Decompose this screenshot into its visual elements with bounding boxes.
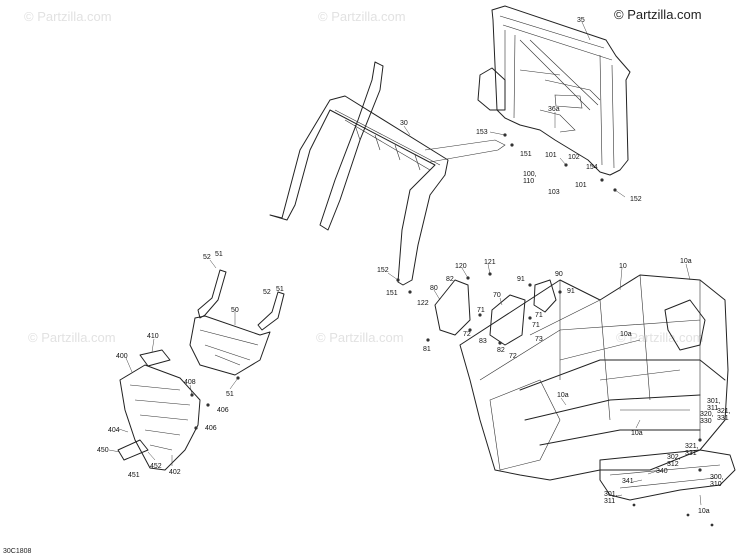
part-callout: 36a bbox=[548, 106, 560, 113]
part-callout: 51 bbox=[276, 286, 284, 293]
part-callout: 30 bbox=[400, 120, 408, 127]
part-callout: 50 bbox=[231, 307, 239, 314]
part-callout: 10a bbox=[631, 430, 643, 437]
part-callout: 153 bbox=[476, 129, 488, 136]
part-callout: 302, bbox=[667, 454, 681, 461]
part-callout: 301, bbox=[604, 491, 618, 498]
part-callout: 311 bbox=[604, 498, 616, 505]
part-callout: 451 bbox=[128, 472, 140, 479]
watermark-5: © Partzilla.com bbox=[616, 330, 704, 345]
part-callout: 320, bbox=[700, 411, 714, 418]
part-callout: 71 bbox=[535, 312, 543, 319]
part-callout: 404 bbox=[108, 427, 120, 434]
part-callout: 311 bbox=[707, 405, 719, 412]
part-callout: 83 bbox=[479, 338, 487, 345]
part-callout: 52 bbox=[263, 289, 271, 296]
watermark-4: © Partzilla.com bbox=[316, 330, 404, 345]
part-callout: 70 bbox=[493, 292, 501, 299]
part-callout: 400 bbox=[116, 353, 128, 360]
part-callout: 321, bbox=[685, 443, 699, 450]
part-callout: 80 bbox=[430, 285, 438, 292]
part-callout: 152 bbox=[630, 196, 642, 203]
main-frame-10 bbox=[459, 274, 736, 501]
part-callout: 406 bbox=[205, 425, 217, 432]
part-callout: 101 bbox=[545, 152, 557, 159]
part-callout: 103 bbox=[548, 189, 560, 196]
part-callout: 121 bbox=[484, 259, 496, 266]
front-support-50 bbox=[189, 269, 285, 376]
part-callout: 35 bbox=[577, 17, 585, 24]
watermark-2: © Partzilla.com bbox=[318, 9, 406, 24]
part-callout: 10a bbox=[680, 258, 692, 265]
leader-lines bbox=[108, 21, 702, 506]
part-callout: 122 bbox=[417, 300, 429, 307]
part-callout: 452 bbox=[150, 463, 162, 470]
part-callout: 102 bbox=[568, 154, 580, 161]
part-callout: 408 bbox=[184, 379, 196, 386]
part-callout: 151 bbox=[386, 290, 398, 297]
front-guard-400 bbox=[117, 349, 201, 471]
part-callout: 51 bbox=[215, 251, 223, 258]
hardware-dots bbox=[190, 133, 714, 527]
part-callout: 101 bbox=[575, 182, 587, 189]
part-callout: 340 bbox=[656, 468, 668, 475]
roof-frame-30 bbox=[269, 61, 506, 286]
part-callout: 402 bbox=[169, 469, 181, 476]
brackets-70-80-90 bbox=[434, 279, 557, 346]
part-callout: 110 bbox=[523, 178, 535, 185]
part-callout: 406 bbox=[217, 407, 229, 414]
part-callout: 331 bbox=[685, 450, 697, 457]
part-callout: 52 bbox=[203, 254, 211, 261]
part-callout: 321, bbox=[717, 408, 731, 415]
part-callout: 82 bbox=[497, 347, 505, 354]
part-callout: 100, bbox=[523, 171, 537, 178]
part-callout: 71 bbox=[532, 322, 540, 329]
part-callout: 81 bbox=[423, 346, 431, 353]
part-callout: 310 bbox=[710, 481, 722, 488]
part-callout: 10a bbox=[557, 392, 569, 399]
part-callout: 51 bbox=[226, 391, 234, 398]
part-callout: 450 bbox=[97, 447, 109, 454]
part-callout: 154 bbox=[586, 164, 598, 171]
watermark-3: © Partzilla.com bbox=[28, 330, 116, 345]
part-callout: 301, bbox=[707, 398, 721, 405]
part-callout: 120 bbox=[455, 263, 467, 270]
part-callout: 151 bbox=[520, 151, 532, 158]
part-callout: 410 bbox=[147, 333, 159, 340]
part-callout: 300, bbox=[710, 474, 724, 481]
part-callout: 10 bbox=[619, 263, 627, 270]
part-callout: 91 bbox=[517, 276, 525, 283]
rear-panel-35 bbox=[477, 5, 631, 176]
brand-mark: © Partzilla.com bbox=[614, 7, 702, 22]
part-callout: 152 bbox=[377, 267, 389, 274]
part-callout: 91 bbox=[567, 288, 575, 295]
part-callout: 10a bbox=[698, 508, 710, 515]
part-callout: 72 bbox=[463, 331, 471, 338]
part-callout: 10a bbox=[620, 331, 632, 338]
part-callout: 71 bbox=[477, 307, 485, 314]
part-callout: 72 bbox=[509, 353, 517, 360]
part-callout: 331 bbox=[717, 415, 729, 422]
part-callout: 312 bbox=[667, 461, 679, 468]
part-callout: 82 bbox=[446, 276, 454, 283]
diagram-code: 30C1808 bbox=[3, 548, 32, 555]
part-callout: 73 bbox=[535, 336, 543, 343]
part-callout: 330 bbox=[700, 418, 712, 425]
part-callout: 341 bbox=[622, 478, 634, 485]
watermark-1: © Partzilla.com bbox=[24, 9, 112, 24]
part-callout: 90 bbox=[555, 271, 563, 278]
